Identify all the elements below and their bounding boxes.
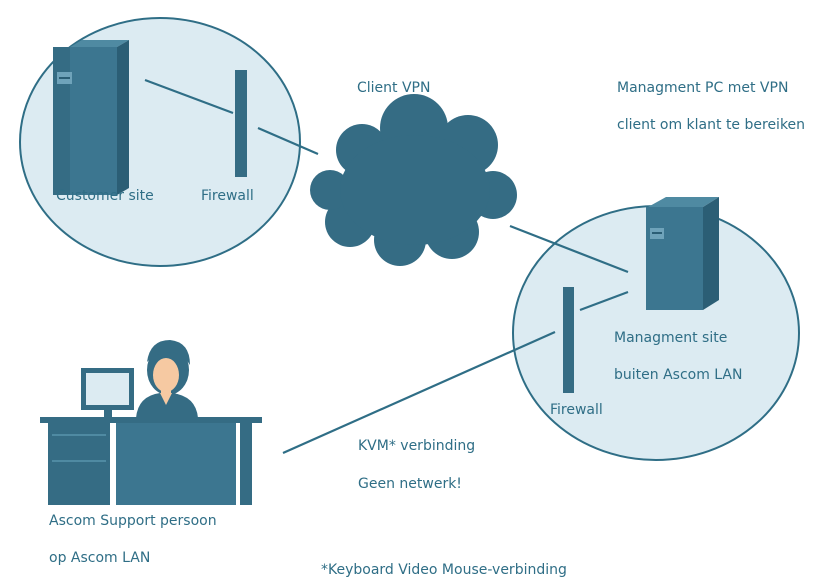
kvm-label-line1: KVM* verbinding [358,438,476,454]
support-person-icon [40,340,262,505]
support-person-label-line2: op Ascom LAN [49,550,151,566]
link-kvm [282,330,556,455]
customer-firewall-label: Firewall [201,188,254,204]
firewall-icon [235,70,247,177]
management-site-label-line1: Managment site [614,330,728,346]
link-cloud-management-server [509,224,629,274]
cloud-icon [310,94,517,266]
link-server-firewall-customer [144,78,234,115]
link-firewall-management-server [579,290,629,312]
desk-icon [40,417,262,505]
management-firewall-label: Firewall [550,402,603,418]
monitor-icon [81,368,134,418]
management-site-label-line2: buiten Ascom LAN [614,367,743,383]
support-person-label-line1: Ascom Support persoon [49,513,217,529]
server-icon [53,40,129,195]
footnote: *Keyboard Video Mouse-verbinding [321,562,567,578]
link-firewall-cloud [257,126,319,156]
client-vpn-label: Client VPN [357,80,431,96]
management-pc-label-line1: Managment PC met VPN [617,80,789,96]
management-pc-label-line2: client om klant te bereiken [617,117,806,133]
customer-site-label: Customer site [56,188,154,204]
firewall-icon [563,287,574,393]
kvm-label-line2: Geen netwerk! [358,476,462,492]
server-icon [646,197,719,310]
